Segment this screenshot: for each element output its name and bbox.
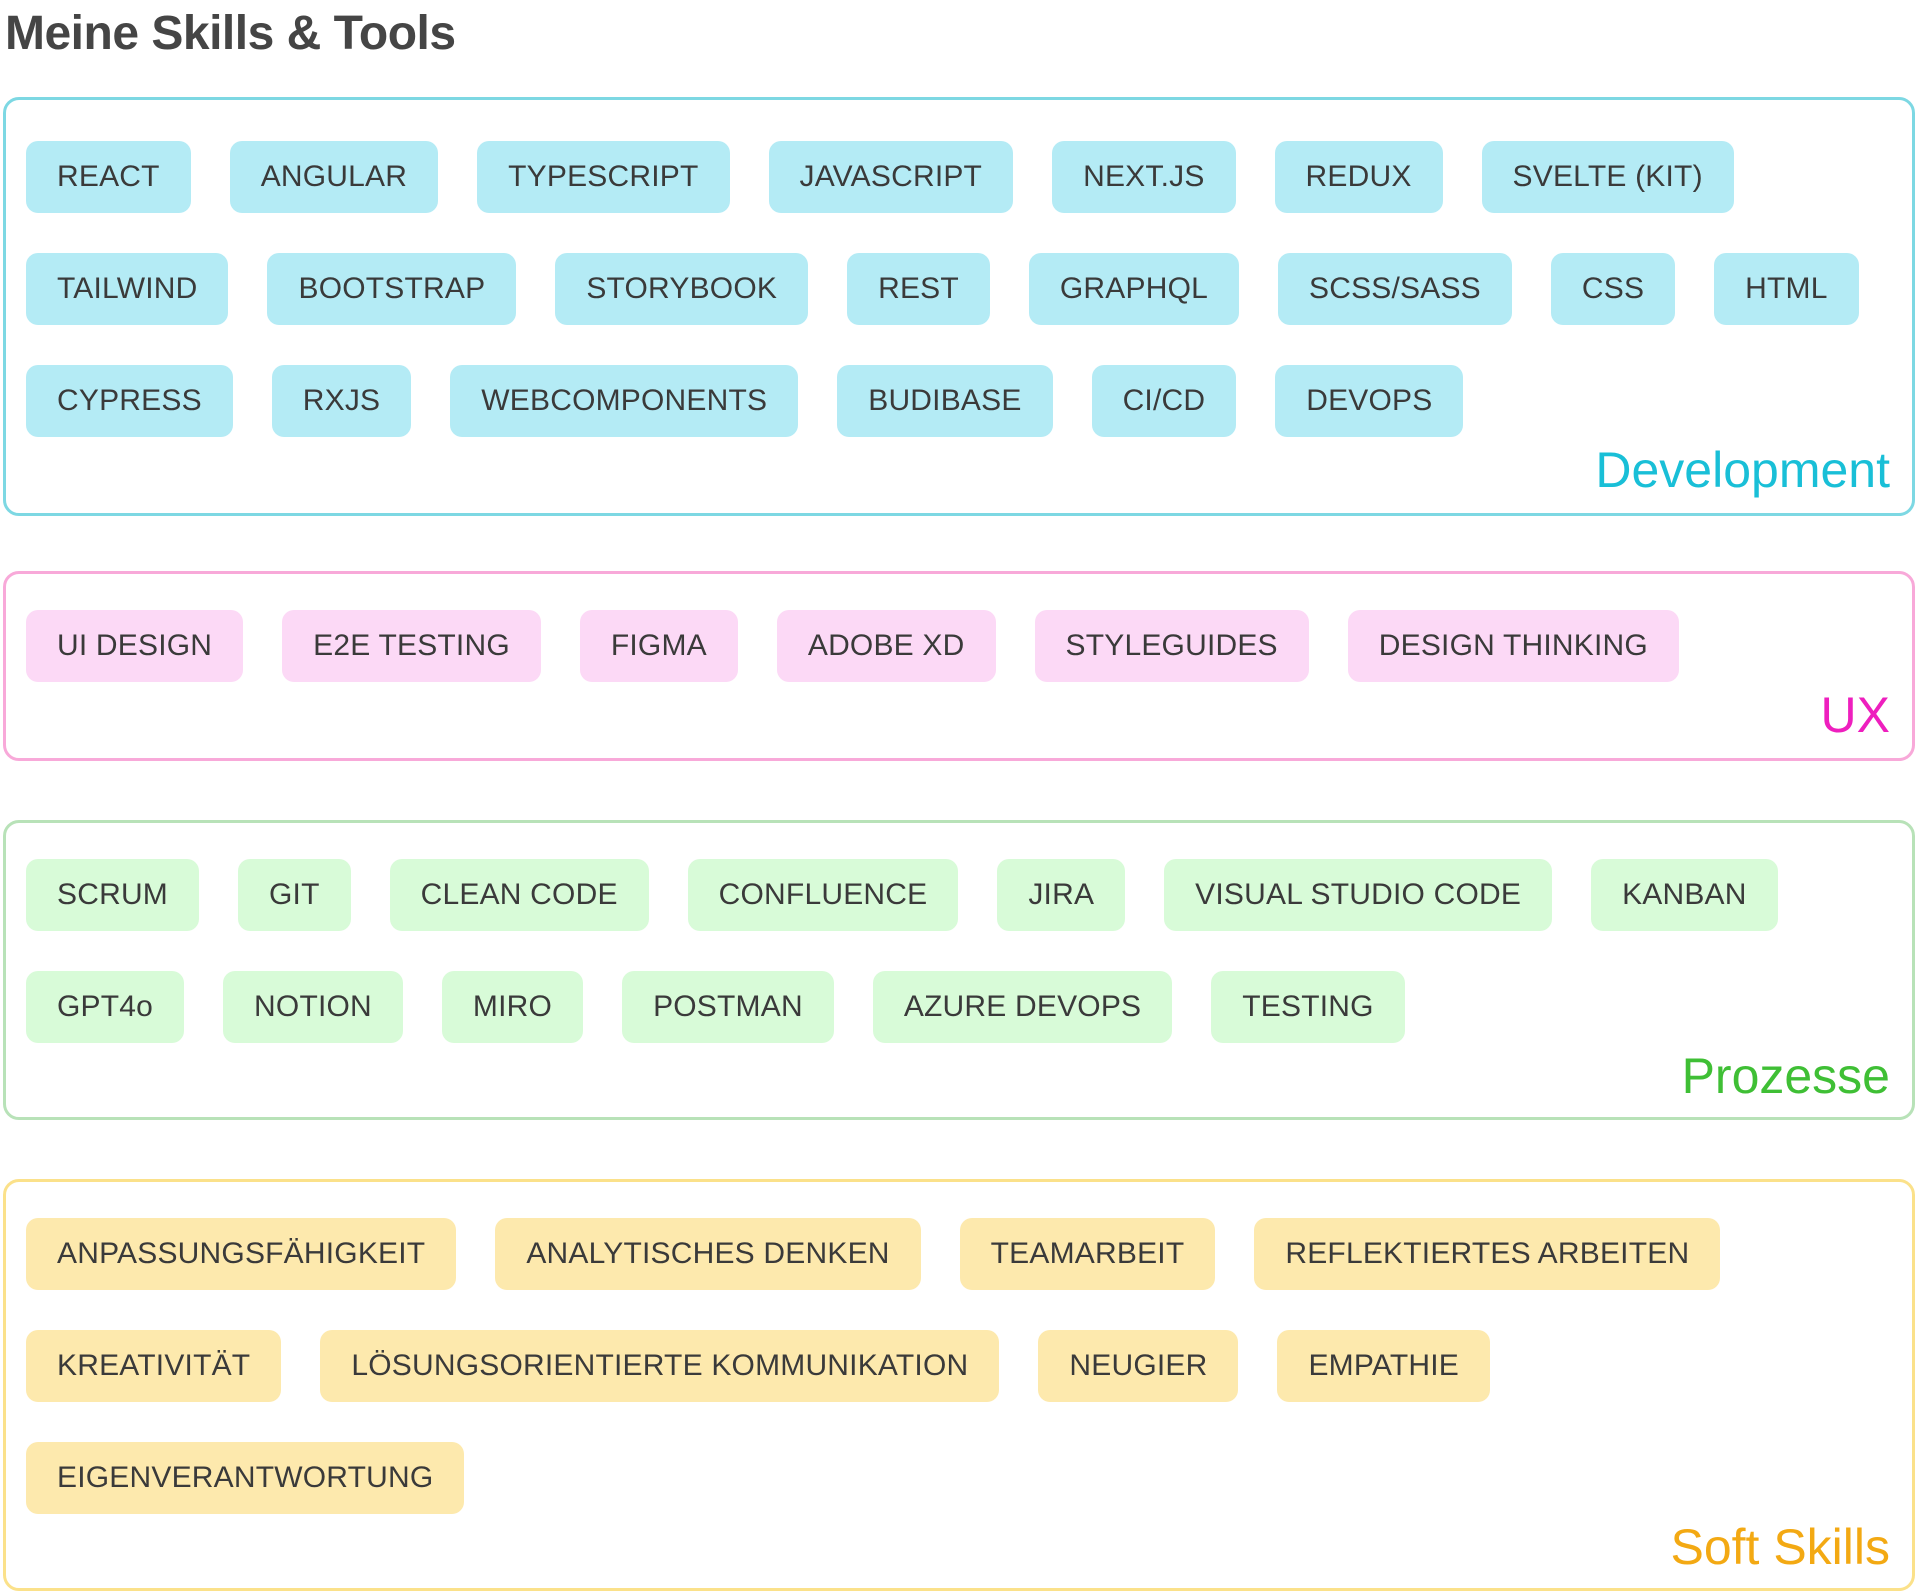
skill-chip: BUDIBASE — [837, 365, 1053, 437]
skill-chip: LÖSUNGSORIENTIERTE KOMMUNIKATION — [320, 1330, 1000, 1402]
chip-row: CYPRESS RXJS WEBCOMPONENTS BUDIBASE CI/CD DEV… — [26, 365, 1464, 437]
skill-chip: TYPESCRIPT — [477, 141, 730, 213]
section-soft-skills: ANPASSUNGSFÄHIGKEIT ANALYTISCHES DENKEN TE… — [3, 1179, 1915, 1591]
skill-chip: NOTION — [223, 971, 403, 1043]
skill-chip: CLEAN CODE — [389, 859, 649, 931]
skill-chip: DEVOPS — [1275, 365, 1464, 437]
skill-chip: EMPATHIE — [1277, 1330, 1490, 1402]
skill-chip: REACT — [26, 141, 191, 213]
skill-chip: E2E TESTING — [282, 610, 541, 682]
skill-chip: ANGULAR — [229, 141, 439, 213]
section-prozesse: SCRUM GIT CLEAN CODE CONFLUENCE JIRA VISUAL S… — [3, 820, 1915, 1120]
skill-chip: VISUAL STUDIO CODE — [1164, 859, 1553, 931]
skill-chip: NEXT.JS — [1052, 141, 1236, 213]
skill-chip: HTML — [1714, 253, 1859, 325]
section-label-soft-skills: Soft Skills — [1670, 1519, 1890, 1575]
skill-chip: SVELTE (KIT) — [1481, 141, 1734, 213]
skill-chip: CI/CD — [1091, 365, 1237, 437]
skill-chip: FIGMA — [579, 610, 738, 682]
skill-chip: WEBCOMPONENTS — [450, 365, 799, 437]
section-label-ux: UX — [1820, 687, 1890, 743]
skill-chip: RXJS — [271, 365, 412, 437]
skill-chip: STYLEGUIDES — [1034, 610, 1309, 682]
chip-row: KREATIVITÄT LÖSUNGSORIENTIERTE KOMMUNIKAT… — [26, 1330, 1490, 1402]
skill-chip: POSTMAN — [622, 971, 834, 1043]
skill-chip: TEAMARBEIT — [959, 1218, 1216, 1290]
chip-row: REACT ANGULAR TYPESCRIPT JAVASCRIPT NEXT.JS R… — [26, 141, 1734, 213]
skill-chip: SCSS/SASS — [1278, 253, 1512, 325]
chip-row: TAILWIND BOOTSTRAP STORYBOOK REST GRAPHQL SCS… — [26, 253, 1859, 325]
skill-chip: CYPRESS — [26, 365, 233, 437]
chip-row: SCRUM GIT CLEAN CODE CONFLUENCE JIRA VISUAL S… — [26, 859, 1778, 931]
skill-chip: GIT — [238, 859, 351, 931]
chip-row: GPT4o NOTION MIRO POSTMAN AZURE DEVOPS TESTIN… — [26, 971, 1405, 1043]
skill-chip: TAILWIND — [26, 253, 229, 325]
skill-chip: CONFLUENCE — [687, 859, 959, 931]
skill-chip: ANALYTISCHES DENKEN — [495, 1218, 921, 1290]
skill-chip: GPT4o — [26, 971, 185, 1043]
skill-chip: ANPASSUNGSFÄHIGKEIT — [26, 1218, 457, 1290]
skill-chip: STORYBOOK — [555, 253, 809, 325]
skill-chip: KREATIVITÄT — [26, 1330, 282, 1402]
chip-row: EIGENVERANTWORTUNG — [26, 1442, 465, 1514]
skill-chip: GRAPHQL — [1028, 253, 1239, 325]
skill-chip: REDUX — [1274, 141, 1443, 213]
skill-chip: SCRUM — [26, 859, 199, 931]
section-label-development: Development — [1595, 442, 1890, 498]
page-title: Meine Skills & Tools — [5, 7, 456, 60]
skill-chip: TESTING — [1211, 971, 1405, 1043]
skill-chip: DESIGN THINKING — [1347, 610, 1679, 682]
skill-chip: REST — [847, 253, 990, 325]
skill-chip: AZURE DEVOPS — [872, 971, 1173, 1043]
skill-chip: BOOTSTRAP — [267, 253, 517, 325]
skill-chip: REFLEKTIERTES ARBEITEN — [1254, 1218, 1721, 1290]
skill-chip: JIRA — [997, 859, 1126, 931]
skill-chip: NEUGIER — [1038, 1330, 1239, 1402]
section-label-prozesse: Prozesse — [1681, 1048, 1890, 1104]
skill-chip: JAVASCRIPT — [768, 141, 1014, 213]
skill-chip: MIRO — [441, 971, 584, 1043]
chip-row: ANPASSUNGSFÄHIGKEIT ANALYTISCHES DENKEN TE… — [26, 1218, 1721, 1290]
section-development: REACT ANGULAR TYPESCRIPT JAVASCRIPT NEXT.JS R… — [3, 97, 1915, 516]
skill-chip: KANBAN — [1591, 859, 1778, 931]
chip-row: UI DESIGN E2E TESTING FIGMA ADOBE XD STYLEGU… — [26, 610, 1679, 682]
section-ux: UI DESIGN E2E TESTING FIGMA ADOBE XD STYLEGU… — [3, 571, 1915, 761]
skill-chip: EIGENVERANTWORTUNG — [26, 1442, 465, 1514]
skill-chip: ADOBE XD — [776, 610, 996, 682]
skill-chip: CSS — [1550, 253, 1676, 325]
skill-chip: UI DESIGN — [26, 610, 244, 682]
